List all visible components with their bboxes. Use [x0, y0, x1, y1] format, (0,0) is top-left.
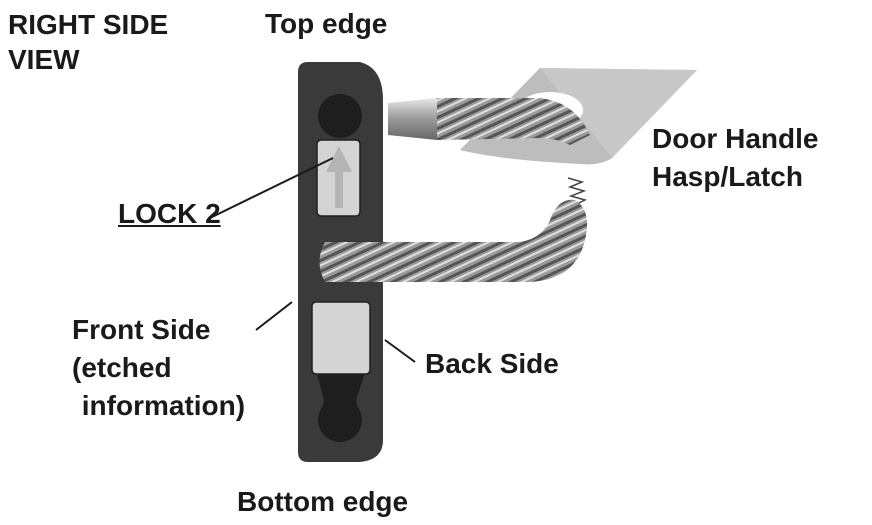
back-window	[311, 301, 371, 375]
front-side-label-line2: (etched	[72, 352, 172, 383]
bottom-edge-label: Bottom edge	[237, 486, 409, 517]
view-title-line2: VIEW	[8, 44, 80, 75]
front-side-label-line3: information)	[74, 390, 246, 421]
spring-icon	[567, 177, 588, 206]
cable-end-cone	[388, 98, 437, 140]
upper-cable	[388, 98, 590, 145]
front-side-label-line1: Front Side	[72, 314, 211, 345]
top-hole	[318, 94, 362, 138]
back-side-label: Back Side	[425, 348, 559, 379]
door-handle-label-line1: Door Handle	[652, 123, 819, 154]
lower-cable	[319, 199, 588, 282]
leader-lines	[209, 157, 416, 363]
door-handle-label-line2: Hasp/Latch	[652, 161, 803, 192]
view-title-line1: RIGHT SIDE	[8, 9, 169, 40]
bottom-hole	[318, 398, 362, 442]
arrow-up-icon	[326, 146, 352, 208]
top-edge-label: Top edge	[265, 8, 388, 39]
lock-label: LOCK 2	[118, 198, 221, 229]
